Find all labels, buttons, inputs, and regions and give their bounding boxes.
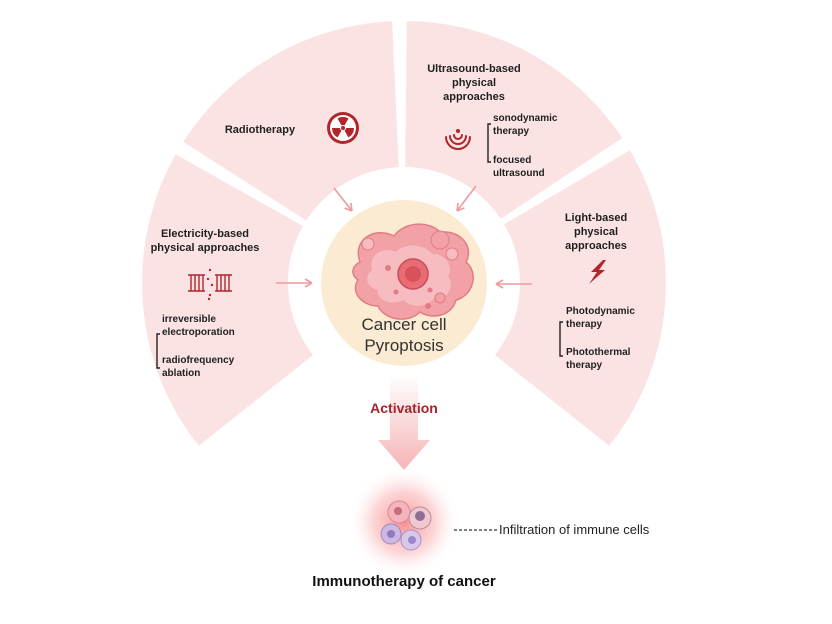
electricity-item2-line2: ablation bbox=[162, 368, 200, 379]
ultrasound-title-line1: Ultrasound-based bbox=[427, 63, 521, 75]
light-item1-line1: Photodynamic bbox=[566, 306, 635, 317]
electricity-title-line1: Electricity-based bbox=[161, 228, 249, 240]
center-label-line2: Pyroptosis bbox=[364, 336, 443, 355]
center-label-line1: Cancer cell bbox=[361, 315, 446, 334]
immune-cell bbox=[380, 523, 402, 545]
arrow-from-electricity bbox=[276, 278, 313, 288]
activation-arrow bbox=[378, 375, 430, 470]
light-title-line2: physical bbox=[574, 226, 618, 238]
electricity-bracket bbox=[156, 333, 160, 369]
arrow-from-light bbox=[495, 279, 532, 289]
sector-bg-ultrasound bbox=[405, 21, 623, 219]
light-item2-line1: Photothermal bbox=[566, 347, 631, 358]
ultrasound-title-line2: physical bbox=[452, 77, 496, 89]
ultrasound-waves-icon bbox=[445, 129, 471, 150]
activation-label: Activation bbox=[370, 400, 438, 416]
sector-ring bbox=[141, 21, 667, 446]
ultrasound-item2-line2: ultrasound bbox=[493, 168, 545, 179]
sector-bg-electricity bbox=[141, 154, 314, 446]
ultrasound-title-line3: approaches bbox=[443, 91, 505, 103]
light-title-line3: approaches bbox=[565, 240, 627, 252]
arrow-from-radiotherapy bbox=[333, 187, 353, 212]
radiation-icon bbox=[327, 112, 359, 144]
immune-cell bbox=[400, 529, 422, 551]
sector-ultrasound: Ultrasound-based physical approaches son… bbox=[427, 63, 558, 179]
immune-infiltration-label: Infiltration of immune cells bbox=[499, 522, 650, 537]
electricity-item1-line2: electroporation bbox=[162, 327, 235, 338]
flow-arrows bbox=[276, 185, 532, 289]
light-title-line1: Light-based bbox=[565, 212, 627, 224]
ultrasound-item2-line1: focused bbox=[493, 155, 531, 166]
light-item1-line2: therapy bbox=[566, 319, 603, 330]
immune-cell bbox=[408, 506, 432, 530]
center-node: Cancer cell Pyroptosis bbox=[321, 200, 487, 366]
bottom-title: Immunotherapy of cancer bbox=[312, 573, 496, 590]
sector-radiotherapy: Radiotherapy bbox=[225, 112, 359, 144]
immune-cells-cluster bbox=[348, 466, 460, 578]
lightning-icon bbox=[589, 260, 606, 284]
radiotherapy-title: Radiotherapy bbox=[225, 124, 296, 136]
light-item2-line2: therapy bbox=[566, 360, 603, 371]
ultrasound-bracket bbox=[487, 123, 491, 163]
sector-bg-radiotherapy bbox=[183, 21, 399, 221]
sector-bg-light bbox=[494, 150, 667, 446]
ultrasound-item1-line1: sonodynamic bbox=[493, 113, 558, 124]
light-bracket bbox=[559, 321, 563, 357]
electricity-title-line2: physical approaches bbox=[151, 242, 260, 254]
sector-electricity: Electricity-based physical approaches ir… bbox=[151, 228, 260, 379]
electricity-item2-line1: radiofrequency bbox=[162, 355, 235, 366]
cancer-cell-illustration bbox=[352, 223, 474, 320]
arrow-from-ultrasound bbox=[456, 185, 477, 212]
ultrasound-item1-line2: therapy bbox=[493, 126, 530, 137]
electricity-item1-line1: irreversible bbox=[162, 314, 216, 325]
sector-light: Light-based physical approaches Photodyn… bbox=[559, 212, 635, 371]
cell-membrane-pore-icon bbox=[188, 268, 232, 301]
immune-cell bbox=[387, 500, 411, 524]
